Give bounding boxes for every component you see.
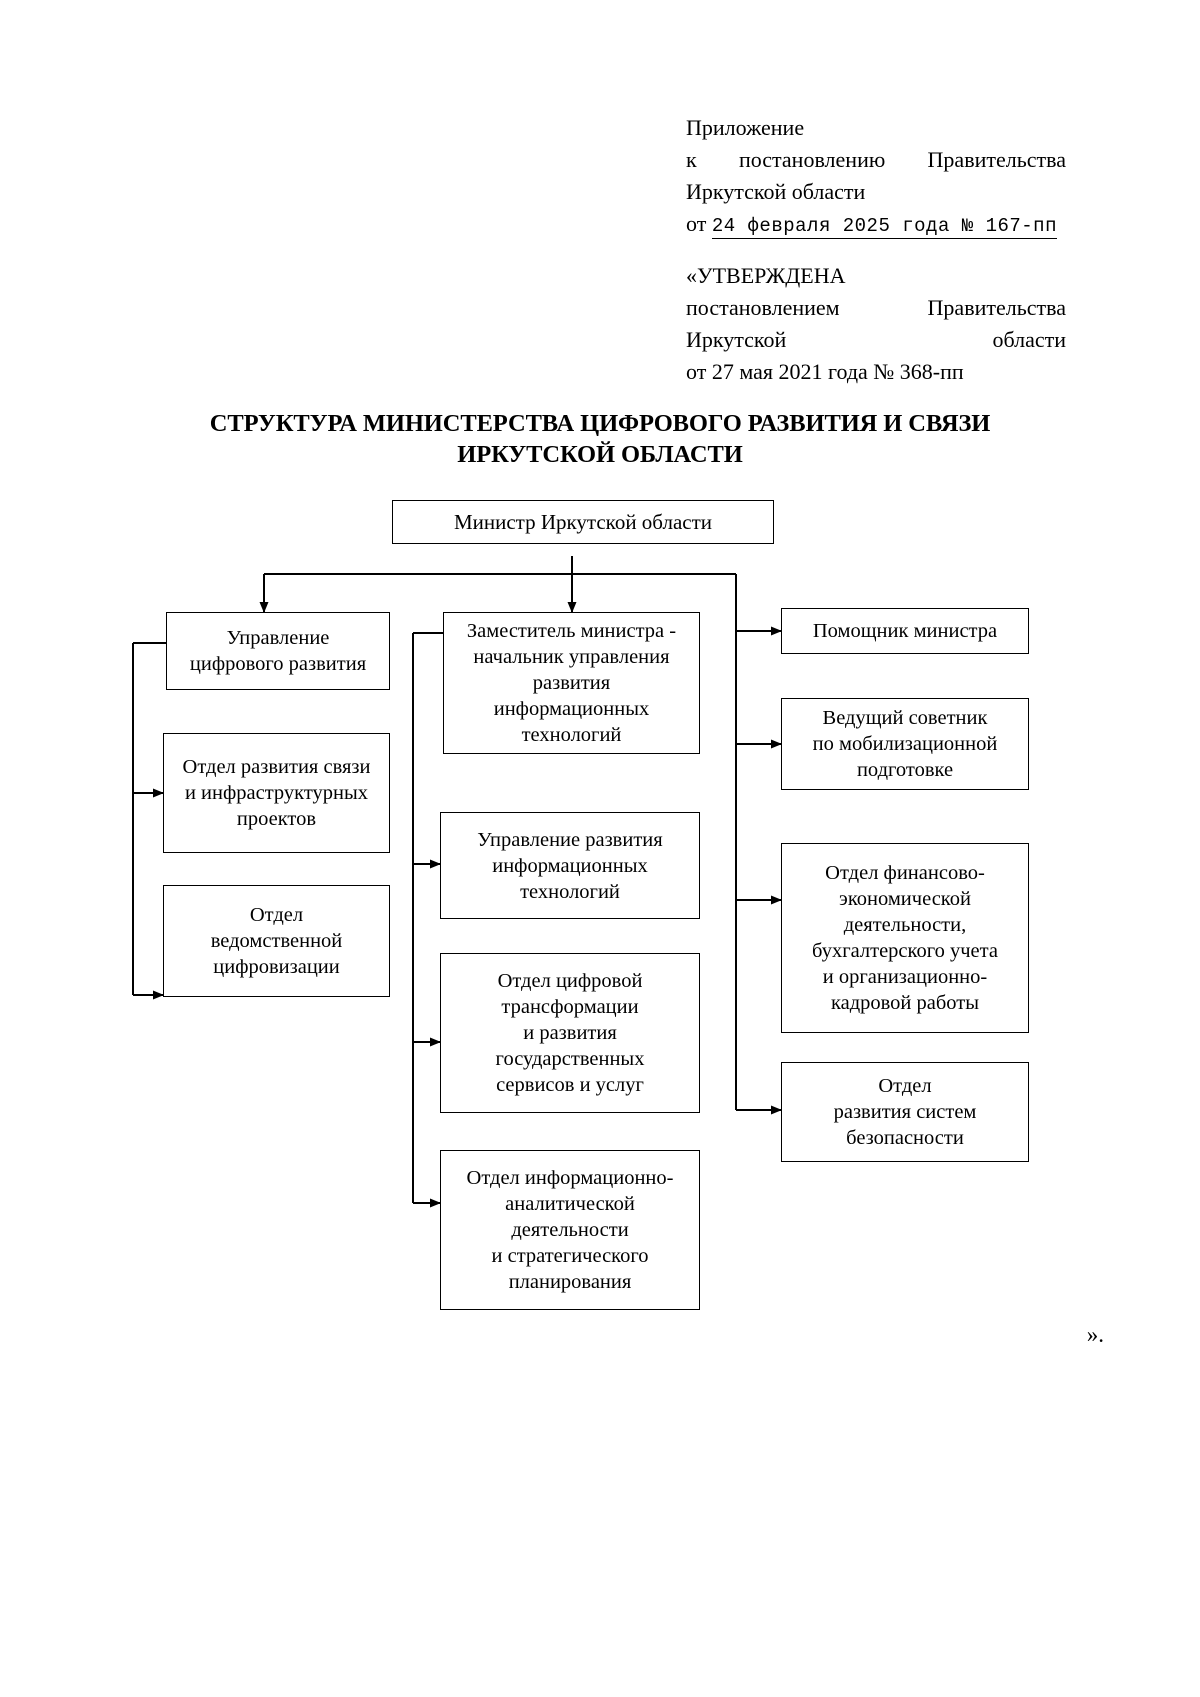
header-line-date-368: от 27 мая 2021 года № 368-пп xyxy=(686,359,964,384)
header-line-prilozhenie: Приложение xyxy=(686,115,805,140)
header-line-k-postanovleniyu: к постановлению Правительства xyxy=(686,144,1066,176)
header-postanovleniyu: постановлению xyxy=(738,147,886,172)
header-line-postanovleniem: постановлением Правительства xyxy=(686,292,1066,324)
node-upravlenie-razvitiya-it[interactable]: Управление развития информационных техно… xyxy=(440,812,700,919)
header-pravitelstva-2: Правительства xyxy=(927,295,1066,320)
node-otdel-finansovo-ekonomicheskoy[interactable]: Отдел финансово- экономической деятельно… xyxy=(781,843,1029,1033)
header-pravitelstva: Правительства xyxy=(927,147,1066,172)
header-line-irkutskoy-oblasti: Иркутской области xyxy=(686,179,866,204)
page-title-line-1: СТРУКТУРА МИНИСТЕРСТВА ЦИФРОВОГО РАЗВИТИ… xyxy=(209,410,991,437)
node-vedushchiy-sovetnik[interactable]: Ведущий советник по мобилизационной подг… xyxy=(781,698,1029,790)
header-oblasti-2: области xyxy=(992,327,1066,352)
node-pomoshchnik-ministra[interactable]: Помощник министра xyxy=(781,608,1029,654)
header-k: к xyxy=(686,147,697,172)
page-title-line-2: ИРКУТСКОЙ ОБЛАСТИ xyxy=(457,441,743,468)
node-otdel-informacionno-analiticheskoy[interactable]: Отдел информационно- аналитической деяте… xyxy=(440,1150,700,1310)
node-otdel-razvitiya-sistem-bezopasnosti[interactable]: Отдел развития систем безопасности xyxy=(781,1062,1029,1162)
header-date-number-underlined: 24 февраля 2025 года № 167-пп xyxy=(711,215,1057,239)
node-otdel-cifrovoy-transformacii[interactable]: Отдел цифровой трансформации и развития … xyxy=(440,953,700,1113)
document-header: Приложение к постановлению Правительства… xyxy=(686,112,1066,388)
node-minister[interactable]: Министр Иркутской области xyxy=(392,500,774,544)
node-upravlenie-cifrovogo-razvitiya[interactable]: Управление цифрового развития xyxy=(166,612,390,690)
node-otdel-razvitiya-svyazi[interactable]: Отдел развития связи и инфраструктурных … xyxy=(163,733,390,853)
node-zamestitel-ministra[interactable]: Заместитель министра - начальник управле… xyxy=(443,612,700,754)
header-line-utverzhdena: «УТВЕРЖДЕНА xyxy=(686,263,846,288)
node-otdel-vedomstvennoy-cifrovizacii[interactable]: Отдел ведомственной цифровизации xyxy=(163,885,390,997)
header-ot-prefix: от xyxy=(686,211,707,236)
header-line-date-167: от 24 февраля 2025 года № 167-пп xyxy=(686,208,1066,242)
closing-quote-mark: ». xyxy=(1086,1322,1104,1347)
header-irkutskoy-2: Иркутской xyxy=(686,327,787,352)
header-postanovleniem: постановлением xyxy=(686,295,840,320)
header-line-irkutskoy-oblasti-2: Иркутской области xyxy=(686,324,1066,356)
page-title: СТРУКТУРА МИНИСТЕРСТВА ЦИФРОВОГО РАЗВИТИ… xyxy=(150,408,1050,470)
